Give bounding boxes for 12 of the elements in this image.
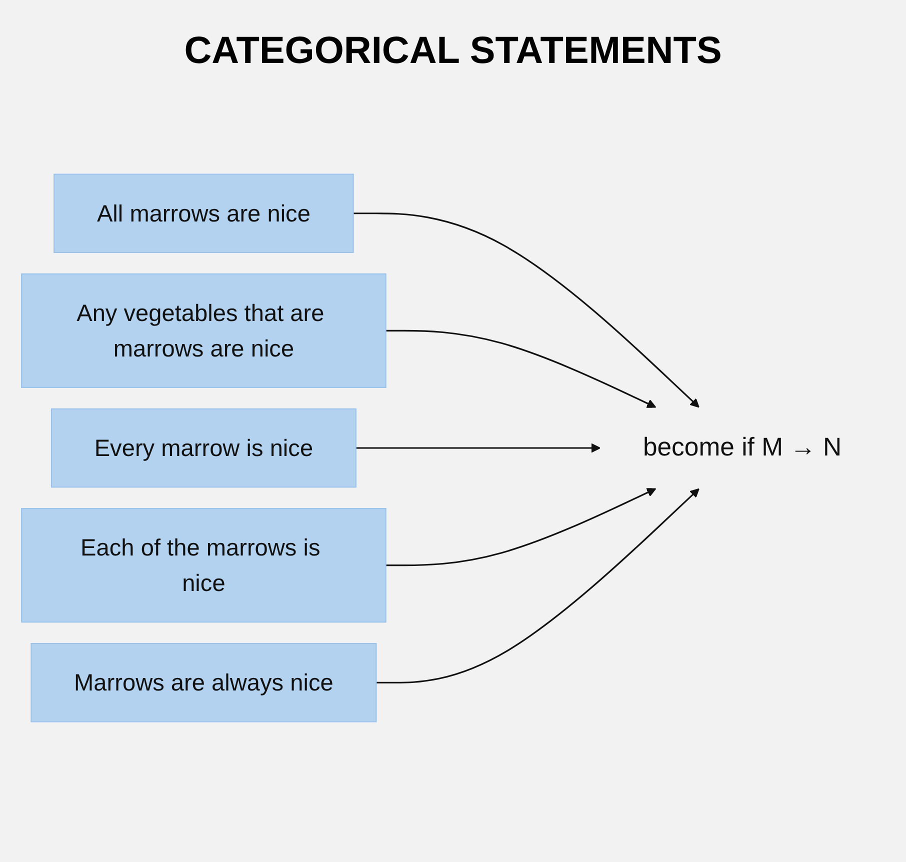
- node-text: become if M → N: [642, 433, 842, 462]
- node-box: All marrows are nice: [54, 174, 354, 254]
- arrow: [356, 443, 601, 453]
- arrow: [386, 488, 656, 566]
- node-box: Every marrow is nice: [50, 408, 356, 488]
- diagram-title: CATEGORICAL STATEMENTS: [183, 30, 723, 73]
- node-box: Marrows are always nice: [30, 642, 377, 722]
- arrow: [386, 330, 656, 408]
- node-box: Each of the marrows is nice: [21, 508, 386, 623]
- arrow: [353, 212, 700, 408]
- arrow: [376, 488, 700, 684]
- node-box: Any vegetables that are marrows are nice: [21, 273, 386, 388]
